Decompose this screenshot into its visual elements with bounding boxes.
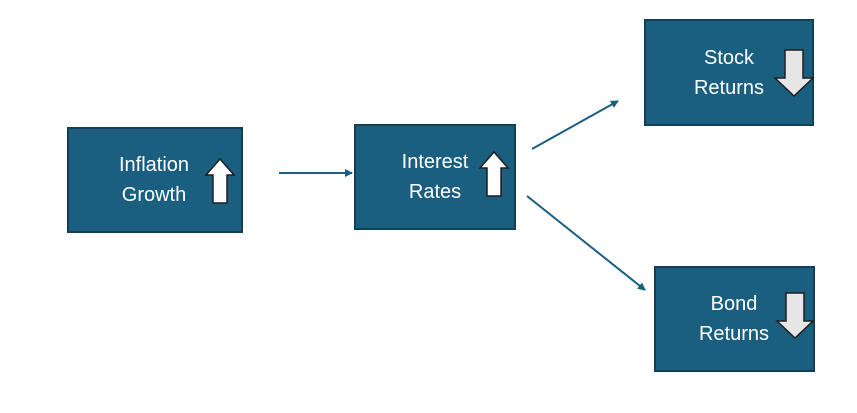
- arrow-up-icon: [478, 150, 510, 197]
- node-bond-returns-line2: Returns: [698, 323, 770, 345]
- connector-rates-to-bond: [526, 195, 646, 291]
- node-stock-returns-line1: Stock: [703, 47, 755, 69]
- node-inflation-growth-line2: Growth: [121, 184, 187, 206]
- node-inflation-growth-line1: Inflation: [118, 154, 190, 176]
- arrow-down-icon: [773, 49, 815, 98]
- connector-rates-to-stock: [531, 100, 619, 150]
- node-stock-returns-label: Stock Returns: [679, 43, 779, 103]
- arrow-up-icon: [204, 157, 236, 204]
- node-stock-returns-line2: Returns: [693, 77, 765, 99]
- arrow-down-icon: [775, 292, 815, 340]
- node-bond-returns-label: Bond Returns: [684, 289, 784, 349]
- node-inflation-growth-label: Inflation Growth: [104, 150, 204, 210]
- node-bond-returns-line1: Bond: [710, 293, 758, 315]
- node-interest-rates-label: Interest Rates: [385, 147, 485, 207]
- node-interest-rates-line2: Rates: [408, 181, 462, 203]
- node-interest-rates-line1: Interest: [401, 151, 469, 173]
